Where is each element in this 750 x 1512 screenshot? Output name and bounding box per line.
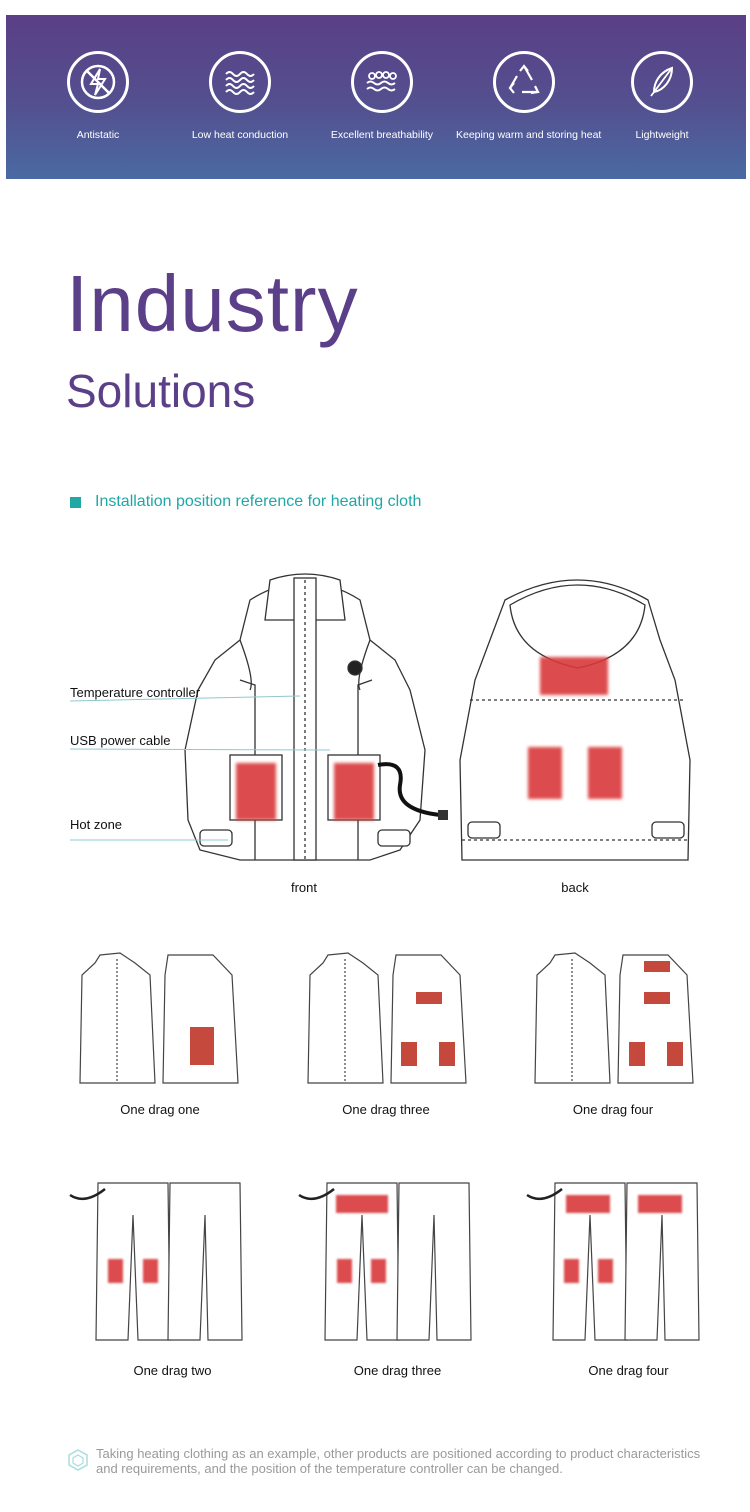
controller-button-icon	[347, 660, 363, 676]
feature-label: Lightweight	[635, 129, 689, 141]
pants-label-3: One drag four	[588, 1363, 669, 1378]
callout-usb-power-cable: USB power cable	[70, 733, 171, 748]
feature-keeping-warm: Keeping warm and storing heat	[456, 51, 602, 141]
feature-label: Antistatic	[76, 129, 120, 141]
feature-label: Excellent breathability	[330, 129, 434, 141]
footnote: Taking heating clothing as an example, o…	[96, 1446, 701, 1476]
pants-drawings	[69, 1182, 700, 1341]
feature-label: Low heat conduction	[191, 129, 289, 141]
vest-label-1: One drag one	[120, 1102, 200, 1117]
pants-label-2: One drag three	[353, 1363, 442, 1378]
jacket-illustration: Temperature controller USB power cable H…	[0, 560, 750, 895]
breathability-icon	[351, 51, 413, 113]
vest-drawings	[79, 952, 694, 1084]
feature-lightweight: Lightweight	[594, 51, 730, 141]
vest-label-2: One drag three	[342, 1102, 430, 1117]
waves-icon	[209, 51, 271, 113]
vest-illustrations: One drag one One drag three One drag fou…	[0, 945, 750, 1117]
section-marker	[70, 497, 81, 508]
feature-label: Keeping warm and storing heat	[456, 129, 602, 141]
feather-icon	[631, 51, 693, 113]
jacket-drawings	[69, 573, 691, 861]
headline-industry: Industry	[66, 259, 359, 348]
feature-low-heat-conduction: Low heat conduction	[172, 51, 308, 141]
feature-excellent-breathability: Excellent breathability	[314, 51, 450, 141]
pants-illustrations: One drag two One drag three One drag fou…	[0, 1175, 750, 1378]
feature-antistatic: Antistatic	[30, 51, 166, 141]
jacket-front-label: front	[290, 880, 317, 895]
section-title: Installation position reference for heat…	[95, 493, 422, 510]
vest-label-3: One drag four	[572, 1102, 654, 1117]
headline-solutions: Solutions	[66, 365, 256, 417]
hexagon-icon	[68, 1449, 88, 1471]
features-banner: Antistatic Low heat conduction Excellent…	[6, 15, 746, 179]
callout-hot-zone: Hot zone	[70, 817, 123, 832]
antistatic-icon	[67, 51, 129, 113]
recycle-icon	[493, 51, 555, 113]
pants-label-1: One drag two	[133, 1363, 212, 1378]
callout-temperature-controller: Temperature controller	[70, 685, 201, 700]
jacket-back-label: back	[561, 880, 589, 895]
